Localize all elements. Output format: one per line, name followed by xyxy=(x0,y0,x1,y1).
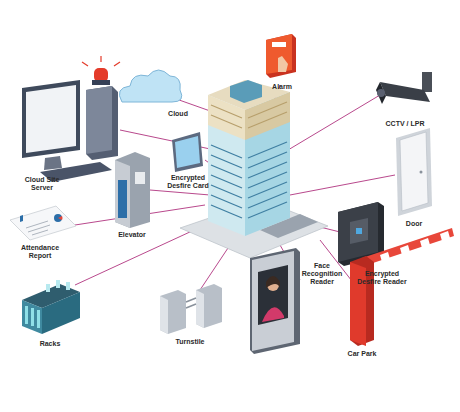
cloud-icon xyxy=(119,70,181,102)
device-label: Car Park xyxy=(340,350,384,358)
device-label: Encrypted Desfire Card xyxy=(165,174,211,190)
cctv-icon xyxy=(376,72,432,104)
device-name: Door xyxy=(399,220,429,228)
racks-icon xyxy=(22,280,80,334)
device-name: CCTV / LPR xyxy=(375,120,435,128)
barrier-icon xyxy=(350,228,454,346)
device-name: Attendance Report xyxy=(14,244,66,260)
device-label: Door xyxy=(399,220,429,228)
device-label: Cloud Site Server xyxy=(22,176,62,192)
door-icon xyxy=(396,128,432,216)
device-name: Car Park xyxy=(340,350,384,358)
elevator-icon xyxy=(115,152,150,228)
device-name: Encrypted Desfire Card xyxy=(165,174,211,190)
turnstile-icon xyxy=(160,284,222,334)
device-name: Turnstile xyxy=(167,338,213,346)
device-label: CCTV / LPR xyxy=(375,120,435,128)
device-label: Face Recognition Reader xyxy=(295,262,349,286)
alarm-icon xyxy=(266,34,296,78)
report-icon xyxy=(10,206,76,240)
server-icon xyxy=(22,56,120,182)
device-label: Attendance Report xyxy=(14,244,66,260)
tower-building xyxy=(180,80,328,258)
device-label: Encrypted Desfire Reader xyxy=(356,270,408,286)
device-label: Elevator xyxy=(110,231,154,239)
card-icon xyxy=(172,132,203,172)
device-label: Alarm xyxy=(262,83,302,91)
device-name: Elevator xyxy=(110,231,154,239)
device-label: Cloud xyxy=(158,110,198,118)
device-name: Racks xyxy=(32,340,68,348)
device-label: Turnstile xyxy=(167,338,213,346)
device-name: Cloud Site Server xyxy=(22,176,62,192)
device-label: Racks xyxy=(32,340,68,348)
device-name: Face Recognition Reader xyxy=(295,262,349,286)
device-name: Cloud xyxy=(158,110,198,118)
device-name: Alarm xyxy=(262,83,302,91)
leader-lines xyxy=(75,85,395,290)
device-name: Encrypted Desfire Reader xyxy=(356,270,408,286)
face-reader-icon xyxy=(250,248,300,354)
